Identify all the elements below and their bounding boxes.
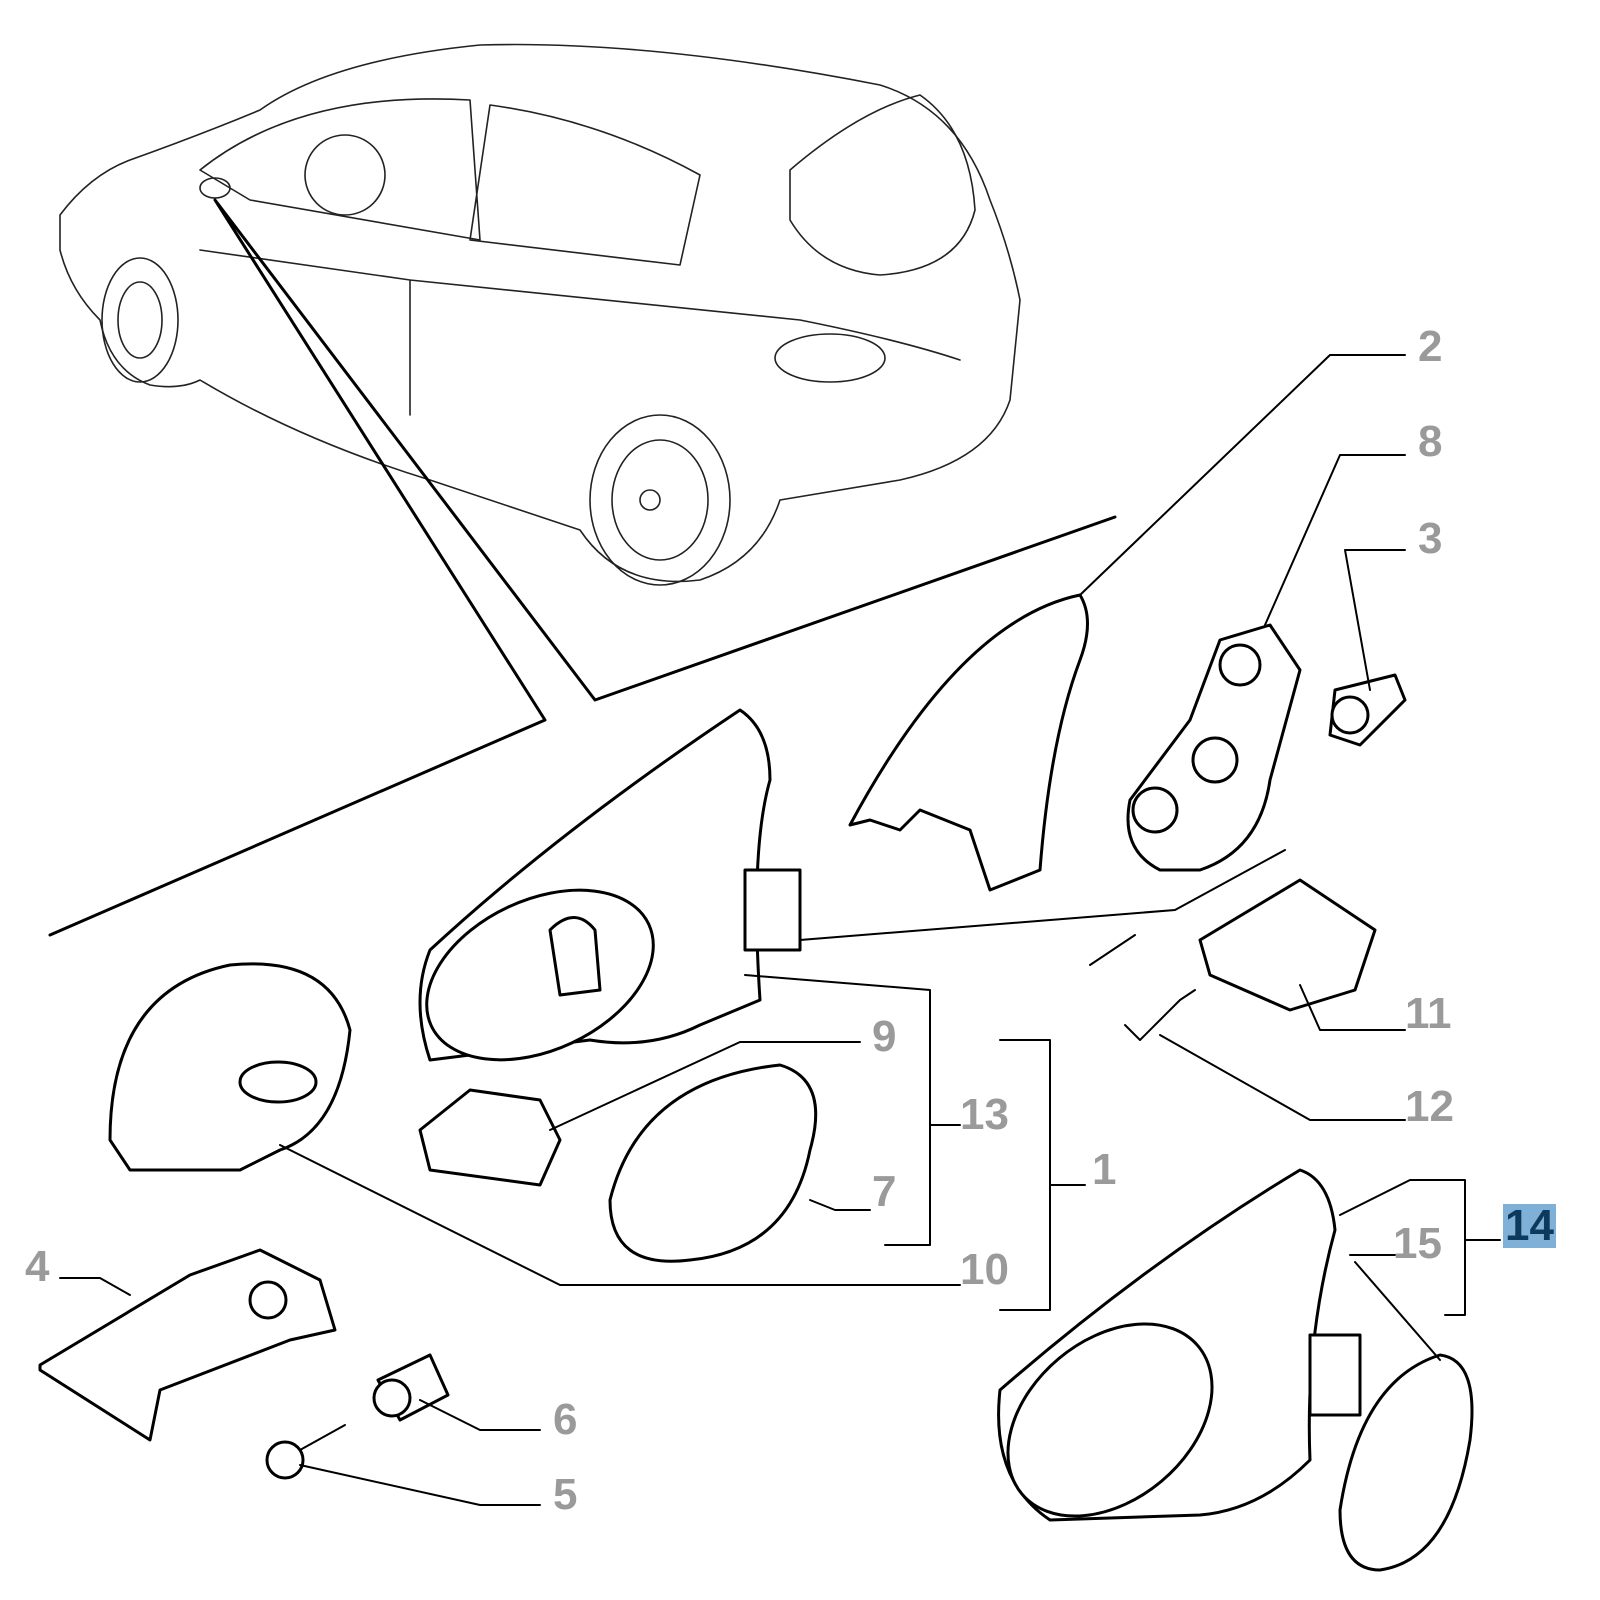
- callout-4[interactable]: 4: [25, 1242, 50, 1291]
- callout-15[interactable]: 15: [1393, 1219, 1442, 1268]
- part-15-shape: [1338, 1353, 1474, 1572]
- part-11-shape: [1198, 878, 1377, 1012]
- callout-1[interactable]: 1: [1092, 1145, 1117, 1194]
- callout-9[interactable]: 9: [872, 1012, 897, 1061]
- callout-6[interactable]: 6: [553, 1395, 578, 1444]
- part-2-shape: [848, 593, 1089, 892]
- part-5-shape: [265, 1440, 305, 1480]
- callout-5[interactable]: 5: [553, 1470, 578, 1519]
- callout-8[interactable]: 8: [1418, 417, 1443, 466]
- callout-10[interactable]: 10: [960, 1245, 1009, 1294]
- callout-3[interactable]: 3: [1418, 514, 1443, 563]
- callout-13[interactable]: 13: [960, 1090, 1009, 1139]
- callout-11[interactable]: 11: [1405, 989, 1452, 1038]
- callout-14-highlighted[interactable]: 14: [1503, 1201, 1556, 1250]
- car-illustration: [59, 43, 1021, 586]
- callout-12[interactable]: 12: [1405, 1082, 1454, 1131]
- leader-lines: [59, 354, 1501, 1506]
- callout-2[interactable]: 2: [1418, 322, 1443, 371]
- callout-7[interactable]: 7: [872, 1167, 897, 1216]
- part-9-shape: [418, 1088, 562, 1187]
- part-12-shape: [1124, 989, 1196, 1041]
- part-10-shape: [108, 962, 352, 1172]
- part-7-shape: [608, 1063, 818, 1263]
